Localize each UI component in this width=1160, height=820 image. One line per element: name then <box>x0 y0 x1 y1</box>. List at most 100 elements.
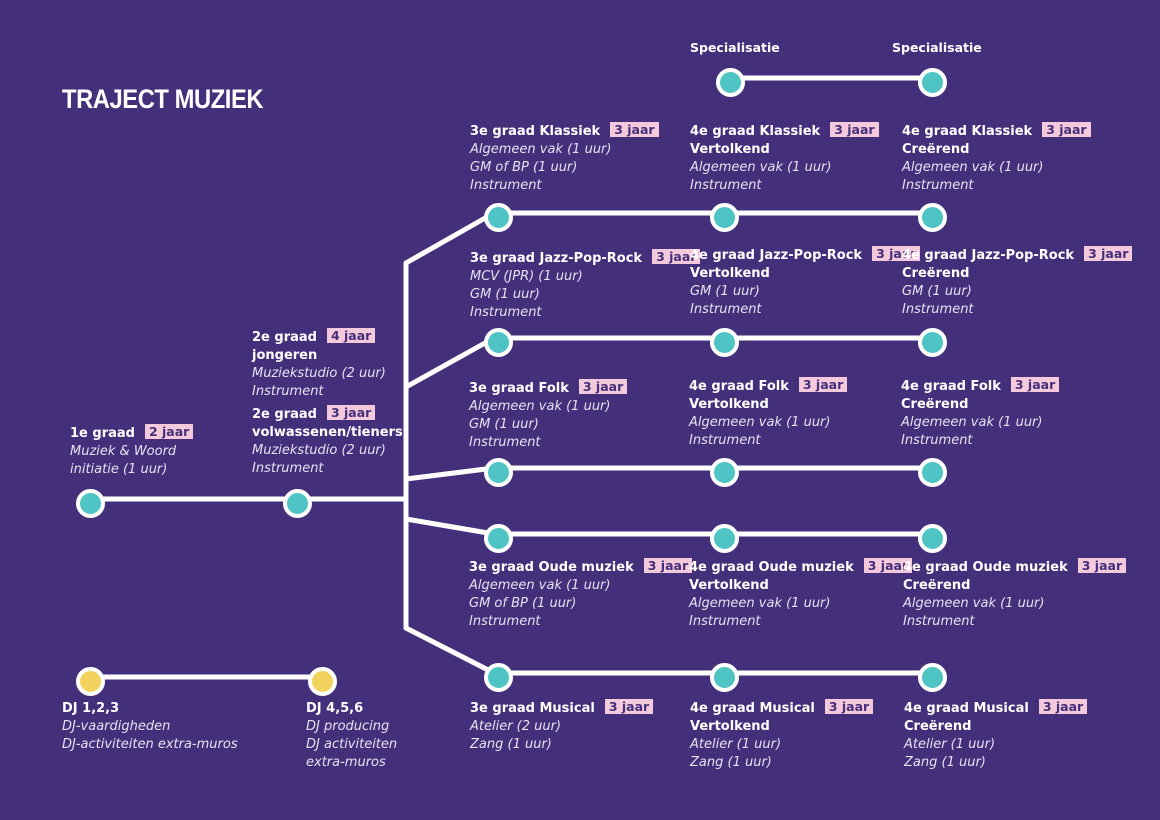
legend-node-right <box>918 68 947 97</box>
course-line: Muziekstudio (2 uur) <box>252 443 386 458</box>
course-line: Instrument <box>689 433 761 448</box>
block-subtitle: volwassenen/tieners <box>252 425 403 440</box>
course-line: Algemeen vak (1 uur) <box>690 160 832 175</box>
course-line: Instrument <box>469 614 541 629</box>
course-line: Instrument <box>901 433 973 448</box>
node-dj-456[interactable] <box>308 667 337 696</box>
node-4e-klassiek-creerend[interactable] <box>918 203 947 232</box>
node-4e-oude-creerend[interactable] <box>918 524 947 553</box>
course-line: Atelier (2 uur) <box>470 719 562 734</box>
course-line: MCV (JPR) (1 uur) <box>470 269 583 284</box>
legend-node-left <box>716 68 745 97</box>
course-line: GM (1 uur) <box>902 284 972 299</box>
node-4e-folk-vertolkend[interactable] <box>710 458 739 487</box>
duration-badge: 3 jaar <box>610 122 659 137</box>
node-3e-folk[interactable] <box>484 458 513 487</box>
node-4e-musical-creerend[interactable] <box>918 663 947 692</box>
duration-badge: 3 jaar <box>1042 122 1091 137</box>
block-title: DJ 4,5,6 <box>306 701 364 716</box>
course-line: DJ-activiteiten extra-muros <box>62 737 238 752</box>
block-title: 4e graad Jazz-Pop-Rock <box>902 248 1075 263</box>
course-line: Algemeen vak (1 uur) <box>469 578 611 593</box>
course-line: Instrument <box>903 614 975 629</box>
block-title: 4e graad Jazz-Pop-Rock <box>690 248 863 263</box>
block-subtitle: Creërend <box>902 266 970 281</box>
node-3e-klassiek[interactable] <box>484 203 513 232</box>
course-line: Instrument <box>252 461 324 476</box>
course-line: Zang (1 uur) <box>470 737 552 752</box>
branch-folk <box>403 465 497 482</box>
course-line: Instrument <box>470 305 542 320</box>
course-line: Instrument <box>689 614 761 629</box>
course-line: Algemeen vak (1 uur) <box>901 415 1043 430</box>
node-3e-oude-muziek[interactable] <box>484 524 513 553</box>
course-line: Instrument <box>690 178 762 193</box>
course-line: Instrument <box>469 435 541 450</box>
block-title: 3e graad Jazz-Pop-Rock <box>470 251 643 266</box>
block-title: 3e graad Folk <box>469 381 569 396</box>
course-line: extra-muros <box>306 755 386 770</box>
course-line: Instrument <box>902 178 974 193</box>
block-subtitle: Vertolkend <box>689 397 769 412</box>
block-subtitle: Creërend <box>904 719 972 734</box>
node-4e-folk-creerend[interactable] <box>918 458 947 487</box>
block-subtitle: Creërend <box>901 397 969 412</box>
node-3e-musical[interactable] <box>484 663 513 692</box>
course-line: GM of BP (1 uur) <box>469 596 577 611</box>
node-3e-jazz[interactable] <box>484 328 513 357</box>
duration-badge: 3 jaar <box>326 405 376 420</box>
node-4e-jazz-vertolkend[interactable] <box>710 328 739 357</box>
spec-label-1: Specialisatie <box>690 40 780 55</box>
block-subtitle: Creërend <box>902 142 970 157</box>
block-title: 4e graad Folk <box>901 379 1001 394</box>
duration-badge: 3 jaar <box>824 699 874 714</box>
block-title: 3e graad Klassiek <box>470 124 601 139</box>
course-line: Muziekstudio (2 uur) <box>252 366 386 381</box>
node-4e-musical-vertolkend[interactable] <box>710 663 739 692</box>
block-subtitle: jongeren <box>252 348 318 363</box>
course-line: GM (1 uur) <box>469 417 539 432</box>
duration-badge: 3 jaar <box>1038 699 1088 714</box>
duration-badge: 3 jaar <box>830 122 879 137</box>
course-line: Instrument <box>690 302 762 317</box>
block-title: 4e graad Folk <box>689 379 789 394</box>
block-title: DJ 1,2,3 <box>62 701 120 716</box>
node-4e-oude-vertolkend[interactable] <box>710 524 739 553</box>
block-title: 4e graad Musical <box>690 701 815 716</box>
node-4e-jazz-creerend[interactable] <box>918 328 947 357</box>
course-line: initiatie (1 uur) <box>70 462 168 477</box>
node-2e-graad[interactable] <box>283 489 312 518</box>
node-dj-123[interactable] <box>76 667 105 696</box>
course-line: Atelier (1 uur) <box>904 737 996 752</box>
branch-jazz <box>403 335 497 390</box>
block-subtitle: Vertolkend <box>690 142 770 157</box>
block-subtitle: Creërend <box>903 578 971 593</box>
course-line: Algemeen vak (1 uur) <box>470 142 612 157</box>
page-title: TRAJECT MUZIEK <box>62 84 264 114</box>
duration-badge: 3 jaar <box>872 246 921 261</box>
block-subtitle: Vertolkend <box>689 578 769 593</box>
node-1e-graad[interactable] <box>76 489 105 518</box>
course-line: GM (1 uur) <box>470 287 540 302</box>
block-title: 4e graad Klassiek <box>902 124 1033 139</box>
course-line: DJ activiteiten <box>306 737 398 752</box>
block-title: 4e graad Musical <box>904 701 1029 716</box>
branch-klassiek <box>403 210 497 266</box>
course-line: GM (1 uur) <box>690 284 760 299</box>
course-line: GM of BP (1 uur) <box>470 160 578 175</box>
duration-badge: 3 jaar <box>798 377 848 392</box>
block-title: 4e graad Oude muziek <box>903 560 1068 575</box>
node-4e-klassiek-vertolkend[interactable] <box>710 203 739 232</box>
block-title: 4e graad Oude muziek <box>689 560 854 575</box>
